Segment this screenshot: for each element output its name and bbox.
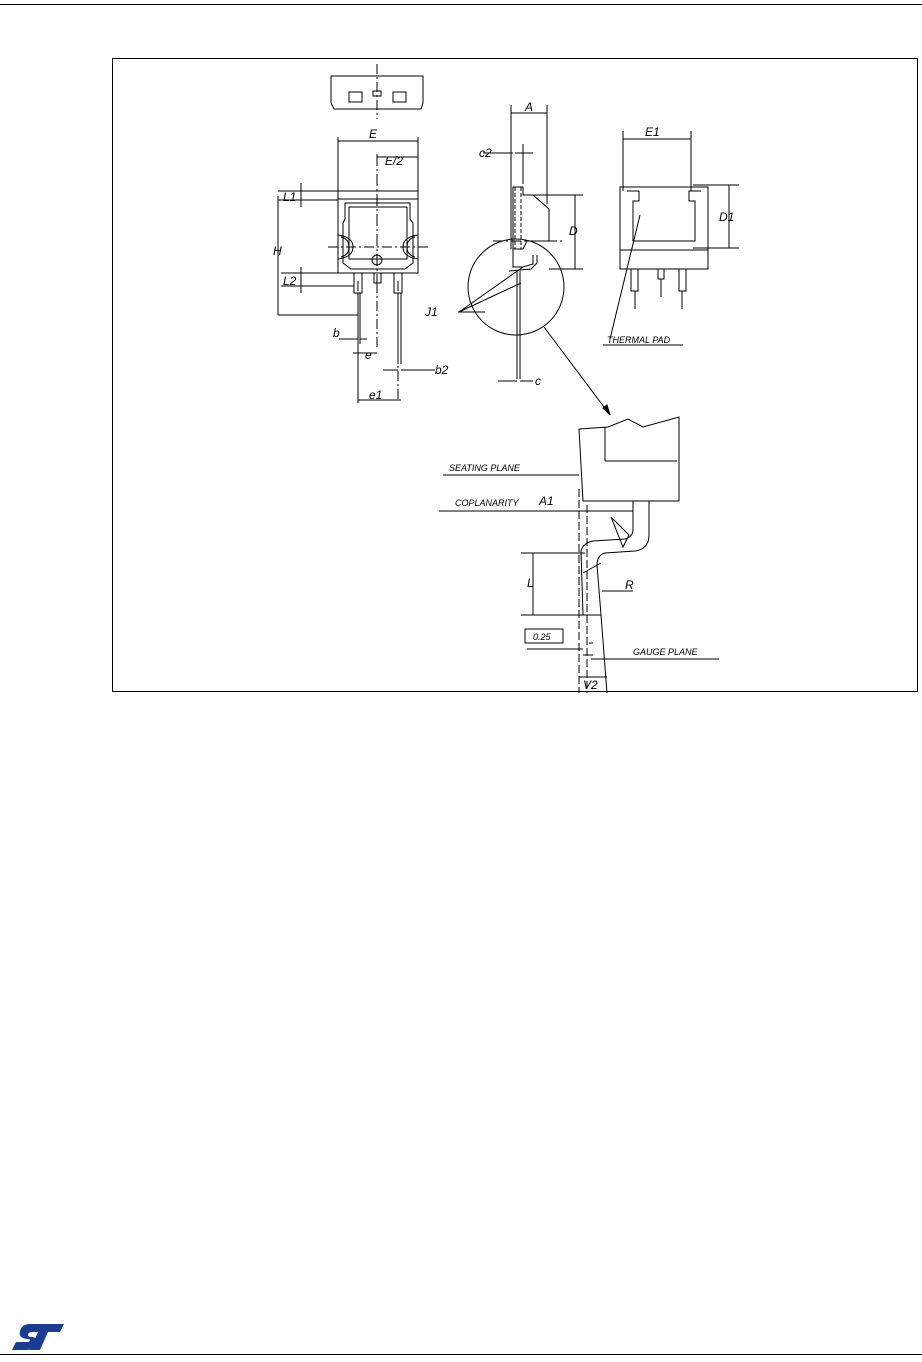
lead-detail-view xyxy=(439,416,719,693)
dim-label-e: e xyxy=(365,348,372,362)
dim-label-E-half: E/2 xyxy=(385,154,403,168)
dim-label-D1: D1 xyxy=(719,210,734,224)
gauge-value-box xyxy=(524,628,564,644)
st-logo-icon xyxy=(12,1324,64,1350)
header-rule xyxy=(0,4,922,5)
dim-label-c2: c2 xyxy=(479,146,492,160)
dim-label-D: D xyxy=(569,224,578,238)
dim-label-L2: L2 xyxy=(283,274,297,288)
dim-label-L1: L1 xyxy=(283,190,296,204)
seating-plane-note: SEATING PLANE xyxy=(449,463,521,473)
gauge-plane-note: GAUGE PLANE xyxy=(633,647,699,657)
dim-label-H: H xyxy=(273,244,282,258)
side-view xyxy=(458,105,611,416)
dim-label-A: A xyxy=(524,100,533,114)
gauge-value: 0.25 xyxy=(533,632,552,642)
dim-label-L: L xyxy=(527,576,534,590)
dim-label-b: b xyxy=(333,326,340,340)
dim-label-c: c xyxy=(535,374,541,388)
dim-label-e1: e1 xyxy=(369,388,382,402)
package-outline-drawing: E E/2 L1 H L2 b e b2 e1 A c2 D J1 c E1 D… xyxy=(112,58,918,693)
dim-label-V2: V2 xyxy=(583,678,598,692)
coplanarity-note: COPLANARITY xyxy=(455,498,520,508)
thermal-pad-note: THERMAL PAD xyxy=(607,335,671,345)
bottom-view xyxy=(603,131,739,346)
top-end-view xyxy=(330,64,424,119)
dim-label-b2: b2 xyxy=(435,363,449,377)
dim-label-A1: A1 xyxy=(538,494,554,508)
dim-label-J1: J1 xyxy=(424,305,438,319)
dim-label-R: R xyxy=(625,578,634,592)
dim-label-E: E xyxy=(369,127,378,141)
dim-label-E1: E1 xyxy=(645,125,660,139)
footer-rule xyxy=(0,1354,922,1355)
front-view xyxy=(277,137,435,403)
